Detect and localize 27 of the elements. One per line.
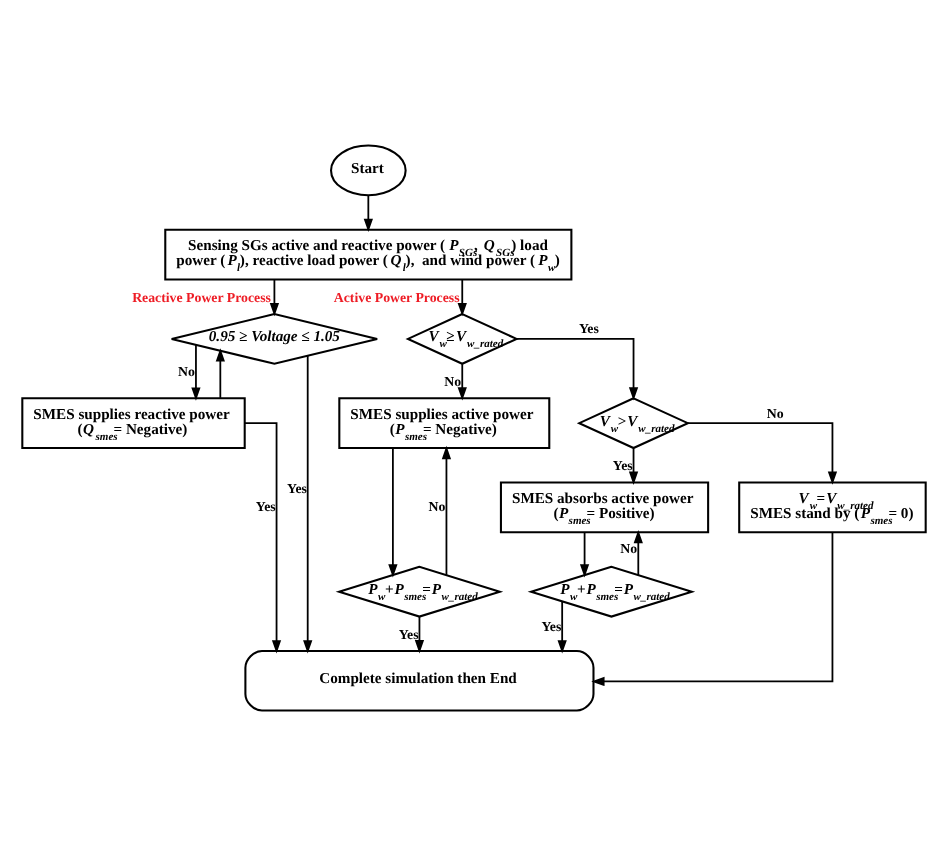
arrow: [243, 421, 282, 653]
node-box: Sensing SGs active and reactive power (P$_{SGs}$, Q$_{SGs}$) load power (P$_{l}$), reactive load power (Q$_{l}$), and wind power (P$_{w}$): [164, 227, 573, 280]
arrow: [269, 278, 280, 316]
arrow: [687, 421, 838, 484]
arrow: [633, 528, 643, 575]
arrow: [441, 444, 452, 575]
arrow: [303, 353, 313, 653]
arrow: [457, 362, 467, 400]
arrow: [215, 347, 225, 398]
arrow: [363, 193, 373, 232]
arrow: [457, 278, 467, 316]
node-box: SMES supplies active power (P$_{smes}$= Negative): [338, 396, 551, 449]
arrow: [579, 530, 590, 577]
arrow: [388, 446, 398, 577]
node-box: SMES absorbs active power (P$_{smes}$= Positive): [499, 480, 710, 533]
arrow: [515, 337, 639, 400]
node-box: SMES supplies reactive power (Q$_{smes}$= Negative): [21, 396, 246, 449]
arrow: [557, 600, 567, 653]
arrow: [628, 446, 639, 484]
node-box: Complete simulation then End: [244, 649, 595, 711]
node-ellipse: Start: [330, 143, 407, 196]
arrow: [591, 530, 834, 686]
node-diamond: V$_{w}$>V$_{w_rated}$: [576, 396, 691, 449]
node-box: V$_{w}$=V$_{w_rated}$ SMES stand by (P$_{smes}$= 0): [738, 480, 927, 533]
node-diamond: V$_{w}$≥V$_{w_rated}$: [405, 311, 519, 364]
arrow: [414, 615, 425, 653]
arrow: [191, 343, 201, 400]
